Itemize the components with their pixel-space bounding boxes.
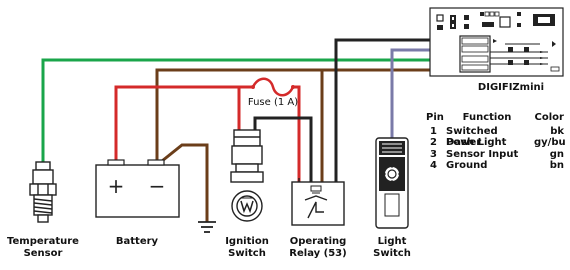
battery-plus-symbol: + — [108, 174, 125, 198]
ground-icon — [198, 221, 216, 233]
ignition-switch-icon — [230, 129, 264, 222]
battery-minus-symbol: − — [149, 174, 166, 198]
pin-color: gn — [549, 148, 564, 160]
pin-table-header: Pin Function Color — [424, 112, 564, 124]
light-switch-icon — [375, 137, 409, 229]
temperature-sensor-icon — [29, 161, 57, 223]
device-name: DIGIFIZmini — [477, 82, 545, 93]
temperature-sensor-label-line2: Sensor — [23, 248, 63, 259]
ignition-switch-label: Ignition Switch — [222, 236, 272, 260]
pin-table-row: 3 Sensor Input gn — [424, 149, 564, 161]
pin-color: bn — [549, 160, 564, 171]
fuse-label: Fuse (1 A) — [247, 97, 299, 108]
pin-function: Switched Power — [446, 125, 498, 149]
digifiz-device — [429, 7, 564, 77]
pin-table-row: 2 Dash Light gy/bu — [424, 137, 566, 149]
battery-label: Battery — [115, 236, 159, 247]
pin-table-row: 1 Switched Power bk — [424, 125, 564, 149]
pin-table-row: 4 Ground bn — [424, 160, 564, 172]
light-switch-label: Light Switch — [366, 236, 418, 260]
wire-battery-positive — [114, 85, 253, 165]
pin-function: Dash Light — [446, 137, 507, 148]
pin-color: bk — [550, 125, 564, 137]
light-switch-label-line1: Light — [377, 236, 407, 247]
wire-switched-power — [334, 38, 460, 182]
pin-function: Ground — [446, 160, 488, 171]
operating-relay-icon — [291, 178, 345, 226]
operating-relay-label-line2: Relay (53) — [289, 248, 347, 259]
wire-sensor-input — [41, 58, 460, 168]
pin-header: Pin — [426, 112, 444, 123]
pin-function: Sensor Input — [446, 148, 519, 160]
operating-relay-label: Operating Relay (53) — [286, 236, 350, 260]
pin-color: gy/bu — [534, 137, 566, 148]
pin-table: Pin Function Color 1 Switched Power bk 2… — [424, 112, 566, 172]
wire-ignition-black — [253, 116, 313, 182]
operating-relay-label-line1: Operating — [289, 236, 347, 247]
temperature-sensor-label-line1: Temperature — [7, 236, 79, 247]
pin-number: 4 — [430, 160, 437, 171]
fuse-icon — [251, 77, 295, 97]
color-header: Color — [534, 112, 564, 123]
battery-icon — [95, 159, 180, 218]
ignition-switch-label-line2: Switch — [228, 248, 266, 259]
pin-number: 1 — [430, 125, 437, 137]
ignition-switch-label-line1: Ignition — [225, 236, 269, 247]
pin-number: 3 — [430, 148, 437, 160]
temperature-sensor-label: Temperature Sensor — [0, 236, 86, 260]
wire-ground-chassis — [156, 143, 209, 222]
light-switch-label-line2: Switch — [373, 248, 411, 259]
wire-ground-battery — [155, 68, 460, 165]
function-header: Function — [462, 112, 512, 123]
pin-number: 2 — [430, 137, 437, 148]
